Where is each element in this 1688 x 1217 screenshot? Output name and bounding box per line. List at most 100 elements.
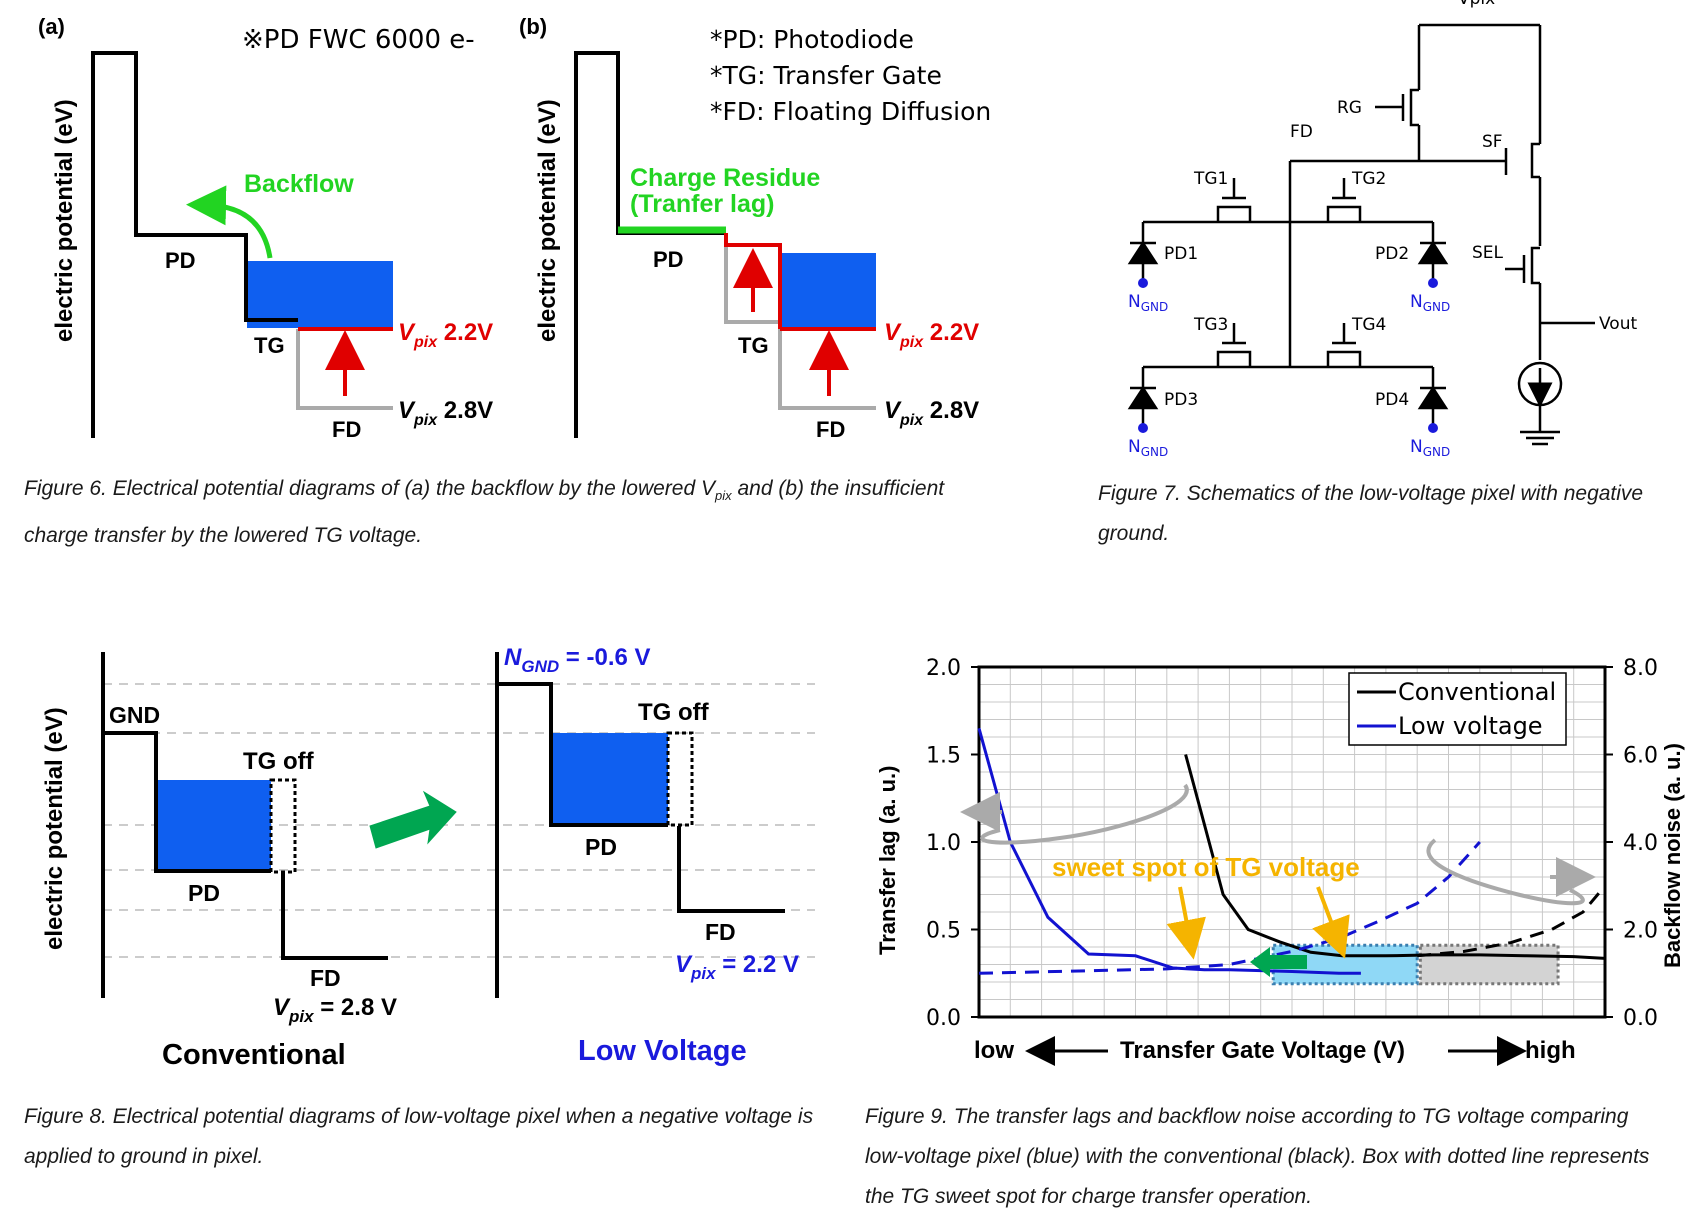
legend-pd: *PD: Photodiode (710, 25, 914, 54)
fd-gray-line (296, 329, 393, 410)
backflow-arrow (186, 185, 273, 259)
chart-legend (1348, 672, 1567, 746)
lv-fd-label: FD (705, 919, 736, 945)
lv-vpix-label: Vpix = 2.2 V (675, 951, 799, 983)
fig9-chart: 0.00.51.01.52.00.02.04.06.08.0 sweet spo… (875, 656, 1685, 1066)
lv-pd-label: PD (585, 834, 617, 860)
sweet-spot-boxes (1271, 943, 1560, 986)
tg4-label: TG4 (1351, 315, 1386, 335)
pd1-diode (1127, 240, 1159, 265)
tg4-channel (1326, 350, 1362, 367)
series-line (977, 727, 1361, 975)
panel-a-note: ※PD FWC 6000 e- (242, 25, 475, 55)
residue-label-1: Charge Residue (630, 164, 820, 192)
panel-b-tag: (b) (519, 14, 547, 39)
fig7-labels: Vpix RG FD SF SEL Vout TG1 TG2 TG3 TG4 P… (1128, 0, 1637, 459)
ngnd-node-4 (1428, 423, 1438, 433)
left-axis-swoosh (980, 783, 1189, 845)
y2-tick-label: 0.0 (1623, 1006, 1658, 1031)
conv-fd-label: FD (310, 965, 341, 991)
y-tick-label: 1.0 (926, 831, 961, 856)
sel-channel (1530, 246, 1540, 285)
vpix-low-label: Vpix 2.2V (398, 319, 493, 351)
tg3-channel (1216, 350, 1252, 367)
lv-ngnd-label: NGND = -0.6 V (504, 644, 651, 676)
sweet-spot-annotation: sweet spot of TG voltage (1052, 852, 1360, 882)
fig6-panel-b: (b) electric potential (eV) *PD: Photodi… (519, 14, 991, 442)
vpix-label: Vpix (1458, 0, 1495, 9)
pd4-diode (1417, 385, 1449, 410)
tg2-label: TG2 (1351, 169, 1386, 189)
fd-gray-line-b (778, 329, 876, 410)
tg1-label: TG1 (1193, 169, 1228, 189)
conv-gnd-label: GND (109, 702, 160, 728)
fig6-caption: Figure 6. Electrical potential diagrams … (24, 477, 945, 548)
conv-vpix-label: Vpix = 2.8 V (273, 994, 397, 1026)
pd1-label: PD1 (1164, 244, 1198, 264)
y-tick-label: 2.0 (926, 656, 961, 681)
series-line (978, 841, 1481, 975)
fig6-panel-a: (a) electric potential (eV) ※PD FWC 6000… (38, 14, 493, 442)
sweet-spot-box (1418, 943, 1560, 986)
y2-tick-label: 2.0 (1623, 919, 1658, 944)
sf-label: SF (1482, 132, 1503, 152)
annotation-arrow-1 (1166, 886, 1206, 960)
fd-label-b: FD (816, 417, 845, 442)
shift-arrow (1250, 947, 1307, 977)
fd-label: FD (332, 417, 361, 442)
y2-tick-label: 4.0 (1623, 831, 1658, 856)
fig7-nodes (1138, 278, 1438, 433)
pd2-diode (1417, 240, 1449, 265)
potential-line (91, 51, 298, 438)
tg2-channel (1326, 205, 1362, 222)
y2-tick-label: 6.0 (1623, 744, 1658, 769)
legend-label-low-voltage: Low voltage (1398, 712, 1543, 740)
fig8-ylabel: electric potential (eV) (41, 707, 68, 950)
conv-fd-line (281, 872, 388, 960)
ngnd-label-1: NGND (1128, 292, 1168, 314)
x-high-label: high (1525, 1037, 1576, 1064)
panel-a-ylabel: electric potential (eV) (51, 99, 78, 342)
raised-tg-line (724, 233, 782, 329)
x-axis-label: Transfer Gate Voltage (V) (1120, 1037, 1405, 1064)
fig7-schematic (1127, 23, 1595, 446)
sf-channel (1530, 142, 1540, 179)
y2-axis-label: Backflow noise (a. u.) (1660, 743, 1685, 968)
lv-tg-off-label: TG off (638, 699, 710, 726)
tg-label: TG (254, 333, 285, 358)
conv-potential (103, 731, 271, 873)
backflow-label: Backflow (244, 170, 354, 198)
y-tick-label: 0.5 (926, 919, 961, 944)
charge-block-b (780, 253, 876, 329)
lv-fd-line (677, 826, 785, 913)
panel-b-ylabel: electric potential (eV) (534, 99, 561, 342)
pd3-diode (1127, 385, 1159, 410)
fig8-diagrams: electric potential (eV) GND TG off PD FD… (41, 644, 815, 1071)
legend-tg: *TG: Transfer Gate (710, 61, 942, 90)
pd3-label: PD3 (1164, 390, 1198, 410)
ngnd-node-1 (1138, 278, 1148, 288)
ngnd-node-2 (1428, 278, 1438, 288)
vout-label: Vout (1599, 314, 1637, 334)
ngnd-node-3 (1138, 423, 1148, 433)
conv-charge-block (157, 780, 271, 871)
sel-label: SEL (1472, 243, 1504, 263)
y-axis-label: Transfer lag (a. u.) (875, 766, 900, 956)
rg-label: RG (1337, 98, 1362, 118)
series-line (1417, 884, 1607, 958)
fd-node-label: FD (1290, 122, 1313, 142)
vpix-low-label-b: Vpix 2.2V (884, 319, 979, 351)
right-axis-swoosh (1426, 838, 1585, 906)
residue-label-2: (Tranfer lag) (630, 190, 774, 218)
tg-label-b: TG (738, 333, 769, 358)
lv-tg-off-box (666, 731, 694, 827)
pd-label-b: PD (653, 247, 684, 272)
lv-title: Low Voltage (578, 1035, 747, 1067)
tg3-label: TG3 (1193, 315, 1228, 335)
fig8-caption: Figure 8. Electrical potential diagrams … (24, 1105, 814, 1168)
legend-fd: *FD: Floating Diffusion (710, 97, 991, 126)
panel-a-tag: (a) (38, 14, 65, 39)
pd2-label: PD2 (1375, 244, 1409, 264)
conv-pd-label: PD (188, 880, 220, 906)
